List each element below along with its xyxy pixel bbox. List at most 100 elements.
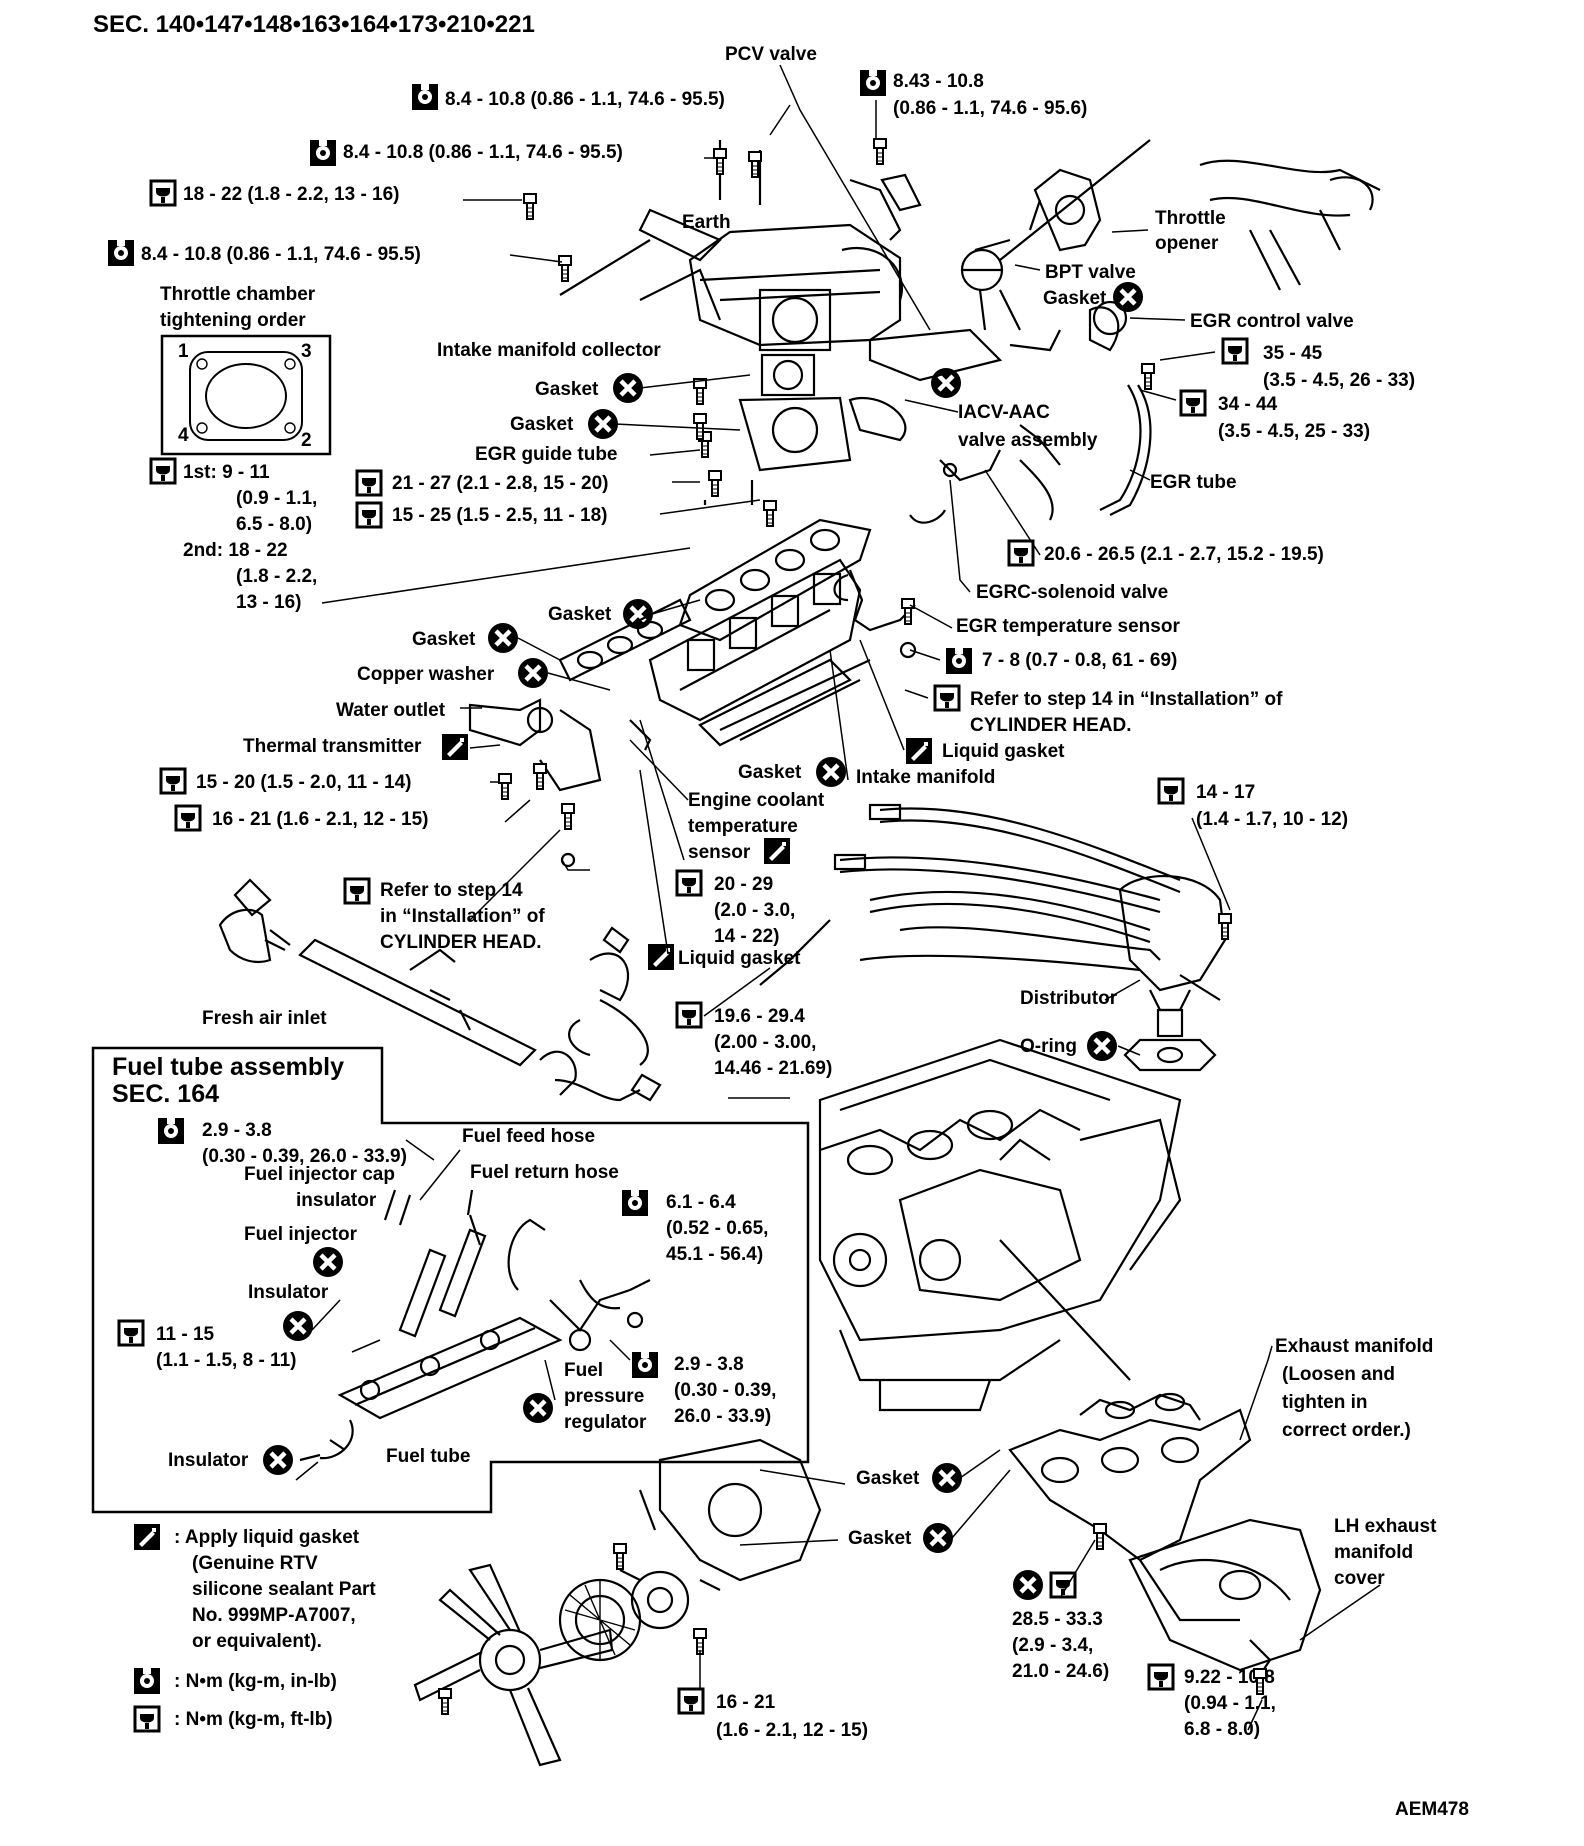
torque-spec-12: 7 - 8 (0.7 - 0.8, 61 - 69) (982, 650, 1177, 671)
injector-cap-label-1: Fuel injector cap (244, 1164, 395, 1185)
throttle-opener-label-1: Throttle (1155, 208, 1226, 229)
torque-spec-8e: (1.8 - 2.2, (236, 566, 317, 587)
liquid-gasket-icon (442, 734, 468, 760)
torque-ftlb-icon (355, 469, 383, 497)
egr-guide-tube-label: EGR guide tube (475, 444, 618, 465)
torque-ftlb-icon (1007, 539, 1035, 567)
gasket-bpt-label: Gasket (1043, 288, 1107, 309)
egr-control-valve-label: EGR control valve (1190, 311, 1354, 332)
torque-spec-8c: 6.5 - 8.0) (236, 514, 312, 535)
torque-ftlb-icon (675, 1001, 703, 1029)
torque-spec-18a: 16 - 21 (716, 1692, 776, 1713)
torque-inlb-icon (158, 1118, 184, 1144)
fuel-torque-4b: (0.30 - 0.39, (674, 1380, 776, 1401)
no-reuse-icon (263, 1445, 293, 1475)
torque-ftlb-icon (343, 877, 371, 905)
no-reuse-icon (923, 1523, 953, 1553)
intake-collector-drawing (523, 138, 1381, 524)
legend-apply-5: or equivalent). (192, 1631, 322, 1652)
torque-spec-16c: 14 - 22) (714, 926, 779, 947)
torque-ftlb-icon (149, 457, 177, 485)
refer-step-1: Refer to step 14 in “Installation” of (970, 689, 1283, 710)
torque-spec-17b: (2.00 - 3.00, (714, 1032, 816, 1053)
torque-ftlb-icon (149, 179, 177, 207)
torque-spec-14: 16 - 21 (1.6 - 2.1, 12 - 15) (212, 809, 429, 830)
torque-ftlb-icon (933, 684, 961, 712)
torque-ftlb-legend-icon (133, 1705, 161, 1733)
torque-spec-20c: 6.8 - 8.0) (1184, 1719, 1260, 1740)
intake-manifold-drawing (468, 378, 917, 868)
torque-inlb-icon (412, 84, 438, 110)
egr-tube-label: EGR tube (1150, 472, 1237, 493)
torque-ftlb-icon (1179, 389, 1207, 417)
egrc-solenoid-label: EGRC-solenoid valve (976, 582, 1168, 603)
torque-spec-2a: 8.43 - 10.8 (893, 71, 984, 92)
torque-ftlb-icon (355, 501, 383, 529)
torque-ftlb-icon (1147, 1663, 1175, 1691)
water-pump-fan-drawing (413, 1438, 822, 1767)
order-3: 3 (301, 341, 312, 362)
torque-spec-1: 8.4 - 10.8 (0.86 - 1.1, 74.6 - 95.5) (445, 89, 725, 110)
fuel-torque-3a: 11 - 15 (156, 1324, 215, 1345)
liquid-gasket-icon (906, 738, 932, 764)
gasket-1-label: Gasket (535, 379, 599, 400)
fresh-air-inlet-drawing (218, 878, 662, 1102)
fuel-injector-label: Fuel injector (244, 1224, 358, 1245)
egr-temp-sensor-label: EGR temperature sensor (956, 616, 1180, 637)
earth-label: Earth (682, 212, 731, 233)
fuel-tube-assembly-box (91, 1046, 810, 1514)
no-reuse-icon (1113, 282, 1143, 312)
torque-spec-11: 20.6 - 26.5 (2.1 - 2.7, 15.2 - 19.5) (1044, 544, 1324, 565)
legend-nm-ftlb: : N•m (kg-m, ft-lb) (174, 1709, 333, 1730)
figure-id: AEM478 (1395, 1799, 1469, 1820)
fuel-torque-2a: 6.1 - 6.4 (666, 1192, 736, 1213)
torque-spec-17c: 14.46 - 21.69) (714, 1058, 832, 1079)
liquid-gasket-2-label: Liquid gasket (678, 948, 801, 969)
torque-spec-20a: 9.22 - 10.8 (1184, 1667, 1275, 1688)
no-reuse-icon (932, 1463, 962, 1493)
torque-spec-8a: 1st: 9 - 11 (183, 462, 270, 483)
torque-ftlb-icon (117, 1319, 145, 1347)
torque-spec-7b: (3.5 - 4.5, 25 - 33) (1218, 421, 1370, 442)
intake-manifold-label: Intake manifold (856, 767, 995, 788)
thermal-transmitter-label: Thermal transmitter (243, 736, 422, 757)
torque-spec-3: 8.4 - 10.8 (0.86 - 1.1, 74.6 - 95.5) (343, 142, 623, 163)
no-reuse-icon (816, 757, 846, 787)
torque-ftlb-icon (1157, 777, 1185, 805)
fuel-box-title-2: SEC. 164 (112, 1080, 219, 1108)
pcv-valve-label: PCV valve (725, 44, 817, 65)
order-4: 4 (178, 425, 189, 446)
gasket-7-label: Gasket (848, 1528, 912, 1549)
insulator-2-label: Insulator (168, 1450, 249, 1471)
no-reuse-icon (283, 1311, 313, 1341)
torque-spec-19a: 28.5 - 33.3 (1012, 1609, 1103, 1630)
lh-cover-label-2: manifold (1334, 1542, 1413, 1563)
torque-spec-8d: 2nd: 18 - 22 (183, 540, 288, 561)
bpt-valve-label: BPT valve (1045, 262, 1136, 283)
torque-spec-16b: (2.0 - 3.0, (714, 900, 795, 921)
fuel-torque-4a: 2.9 - 3.8 (674, 1354, 744, 1375)
gasket-6-label: Gasket (856, 1468, 920, 1489)
fuel-pr-label-2: pressure (564, 1386, 644, 1407)
liquid-gasket-1-label: Liquid gasket (942, 741, 1065, 762)
throttle-chamber-label-1: Throttle chamber (160, 284, 316, 305)
throttle-opener-label-2: opener (1155, 233, 1219, 254)
torque-spec-6a: 35 - 45 (1263, 343, 1323, 364)
no-reuse-icon (518, 658, 548, 688)
legend-apply-4: No. 999MP-A7007, (192, 1605, 356, 1626)
o-ring-label: O-ring (1020, 1036, 1077, 1057)
coolant-sensor-label-1: Engine coolant (688, 790, 825, 811)
fuel-return-hose-label: Fuel return hose (470, 1162, 619, 1183)
torque-spec-16a: 20 - 29 (714, 874, 773, 895)
refer2-label-2: in “Installation” of (380, 906, 545, 927)
no-reuse-icon (613, 373, 643, 403)
torque-inlb-icon (310, 140, 336, 166)
torque-spec-19c: 21.0 - 24.6) (1012, 1661, 1109, 1682)
fuel-torque-2c: 45.1 - 56.4) (666, 1244, 763, 1265)
exhaust-manifold-drawing (1008, 1392, 1322, 1695)
liquid-gasket-icon (648, 944, 674, 970)
coolant-sensor-label-3: sensor (688, 842, 751, 863)
torque-spec-19b: (2.9 - 3.4, (1012, 1635, 1093, 1656)
torque-spec-9: 21 - 27 (2.1 - 2.8, 15 - 20) (392, 473, 609, 494)
